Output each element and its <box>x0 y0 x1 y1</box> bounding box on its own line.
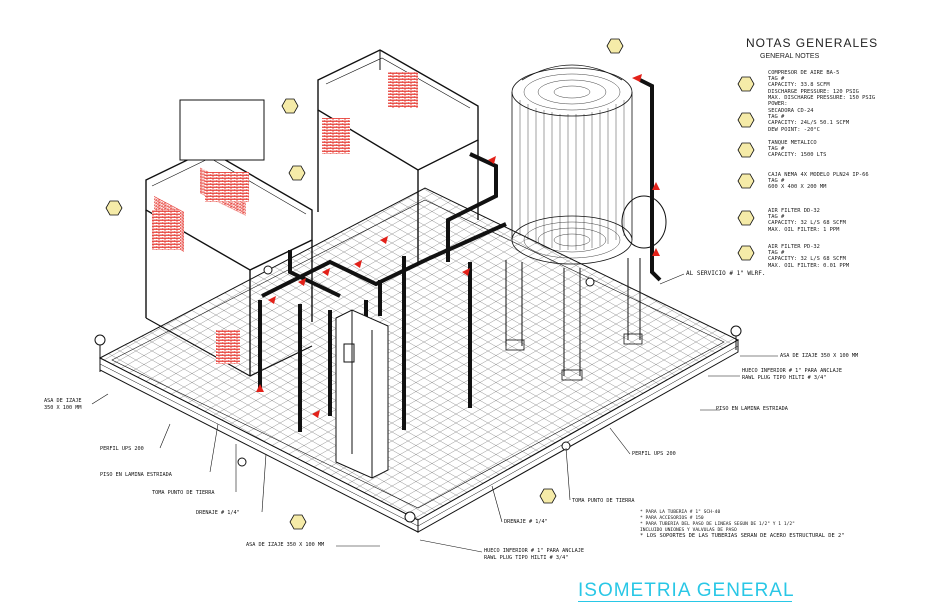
footnote-5: * LOS SOPORTES DE LAS TUBERIAS SERAN DE … <box>640 533 845 539</box>
label-asa-left-1: ASA DE IZAJE <box>44 398 82 404</box>
note-line: MAX. OIL FILTER: 0.01 PPM <box>768 262 850 269</box>
label-asa-izaje-bottom: ASA DE IZAJE 350 X 100 MM <box>246 542 325 548</box>
note-line: TAG # <box>768 178 785 185</box>
note-line: TAG # <box>768 114 785 121</box>
label-hueco-bottom-1: HUECO INFERIOR # 1" PARA ANCLAJE <box>484 548 584 554</box>
note-line: MAX. DISCHARGE PRESSURE: 150 PSIG <box>768 94 876 101</box>
display-board <box>179 99 265 161</box>
note-line: MAX. OIL FILTER: 1 PPM <box>768 226 840 233</box>
label-hueco-right-2: RAWL PLUG TIPO HILTI # 3/4" <box>742 375 827 381</box>
note-line: CAPACITY: 24L/S 50.1 SCFM <box>768 120 850 127</box>
note-line: TAG # <box>768 214 785 221</box>
flow-arrows <box>256 74 660 418</box>
label-asa-left-2: 350 X 100 MM <box>44 405 82 411</box>
label-piso-right: PISO EN LAMINA ESTRIADA <box>716 406 788 412</box>
footnote-4: INCLUIDO UNIONES Y VALVULAS DE PASO <box>640 528 737 533</box>
footnote-1: * PARA LA TUBERIA # 1" SCH-40 <box>640 510 721 515</box>
note-line: TAG # <box>768 146 785 153</box>
note-line: CAPACITY: 32 L/S 68 SCFM <box>768 256 846 263</box>
drawing-title-underline <box>578 601 792 602</box>
note-line: DEW POINT: -20°C <box>768 126 820 133</box>
label-piso-left: PISO EN LAMINA ESTRIADA <box>100 472 172 478</box>
leader-lines <box>91 273 778 553</box>
drawing-title: ISOMETRIA GENERAL <box>578 580 795 601</box>
label-drenaje-right: DRENAJE # 1/4" <box>504 519 548 525</box>
note-line: CAPACITY: 32 L/S 68 SCFM <box>768 220 846 227</box>
note-line: AIR FILTER PD-32 <box>768 244 820 250</box>
note-line: 600 X 400 X 200 MM <box>768 184 827 191</box>
note-line: SECADORA CD-24 <box>768 108 814 114</box>
piping <box>258 78 662 432</box>
note-line: TAG # <box>768 250 785 257</box>
footnote-2: * PARA ACCESORIOS # 150 <box>640 516 704 521</box>
compressor-cabinet-left <box>145 149 313 377</box>
note-line: COMPRESOR DE AIRE BA-5 <box>768 70 840 76</box>
note-line: CAPACITY: 33.8 SCFM <box>768 82 830 89</box>
note-line: CAJA NEMA 4X MODELO PLN24 IP-66 <box>768 172 869 178</box>
note-line: TANQUE METALICO <box>768 140 817 146</box>
notes-subtitle: GENERAL NOTES <box>760 53 820 60</box>
note-line: TAG # <box>768 76 785 83</box>
label-perfil-right: PERFIL UPS 200 <box>632 451 676 457</box>
lifting-lugs <box>94 265 742 523</box>
label-toma-right: TOMA PUNTO DE TIERRA <box>572 498 635 504</box>
note-line: POWER: <box>768 101 788 108</box>
label-asa-izaje-right: ASA DE IZAJE 350 X 100 MM <box>780 353 859 359</box>
electrical-column <box>335 309 389 479</box>
label-hueco-right-1: HUECO INFERIOR # 1" PARA ANCLAJE <box>742 368 842 374</box>
note-line: CAPACITY: 1500 LTS <box>768 152 827 159</box>
notes-title: NOTAS GENERALES <box>746 36 879 50</box>
dryer-cabinet-center <box>317 49 479 262</box>
skid-base <box>98 187 740 533</box>
air-tank <box>505 64 667 381</box>
note-line: AIR FILTER DD-32 <box>768 208 820 214</box>
label-drenaje-left: DRENAJE # 1/4" <box>196 510 240 516</box>
label-al-servicio: AL SERVICIO # 1" WLRF. <box>686 270 766 277</box>
label-perfil-left: PERFIL UPS 200 <box>100 446 144 452</box>
footnote-3: * PARA TUBERIA DEL PASO DE LINEAS SEGUN … <box>640 522 795 527</box>
label-toma-left: TOMA PUNTO DE TIERRA <box>152 490 215 496</box>
label-hueco-bottom-2: RAWL PLUG TIPO HILTI # 3/4" <box>484 555 569 561</box>
note-line: DISCHARGE PRESSURE: 120 PSIG <box>768 88 859 95</box>
